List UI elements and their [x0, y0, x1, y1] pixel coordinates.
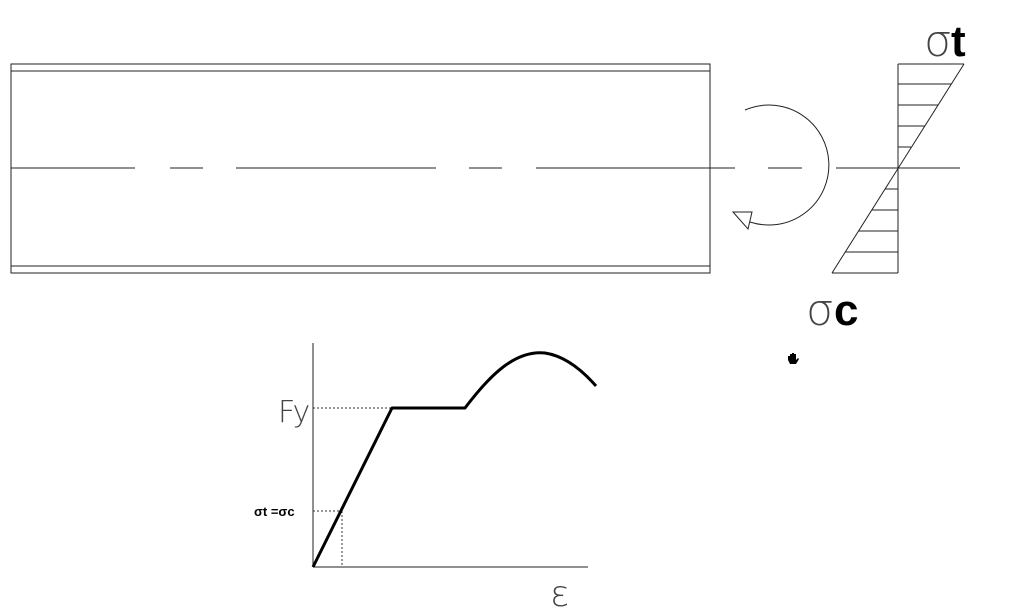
- equality-label: σt =σc: [254, 504, 295, 519]
- stress-gradient-line: [831, 63, 965, 274]
- stress-strain-chart: Fy σt =σc ε: [254, 343, 598, 612]
- sigma-c-subscript: c: [834, 286, 858, 335]
- sigma-c-symbol: σ: [806, 285, 834, 336]
- hand-cursor-icon: [788, 353, 799, 364]
- sigma-t-symbol: σ: [924, 16, 952, 67]
- moment-arrow: [731, 104, 830, 231]
- fy-label: Fy: [278, 395, 310, 430]
- strain-label: ε: [550, 574, 569, 612]
- moment-arc: [744, 104, 830, 226]
- sigma-t-subscript: t: [951, 17, 966, 66]
- stress-distribution: [831, 63, 965, 274]
- stress-strain-curve: [311, 351, 598, 568]
- stress-hatching: [845, 83, 951, 253]
- moment-arrowhead-icon: [731, 211, 753, 231]
